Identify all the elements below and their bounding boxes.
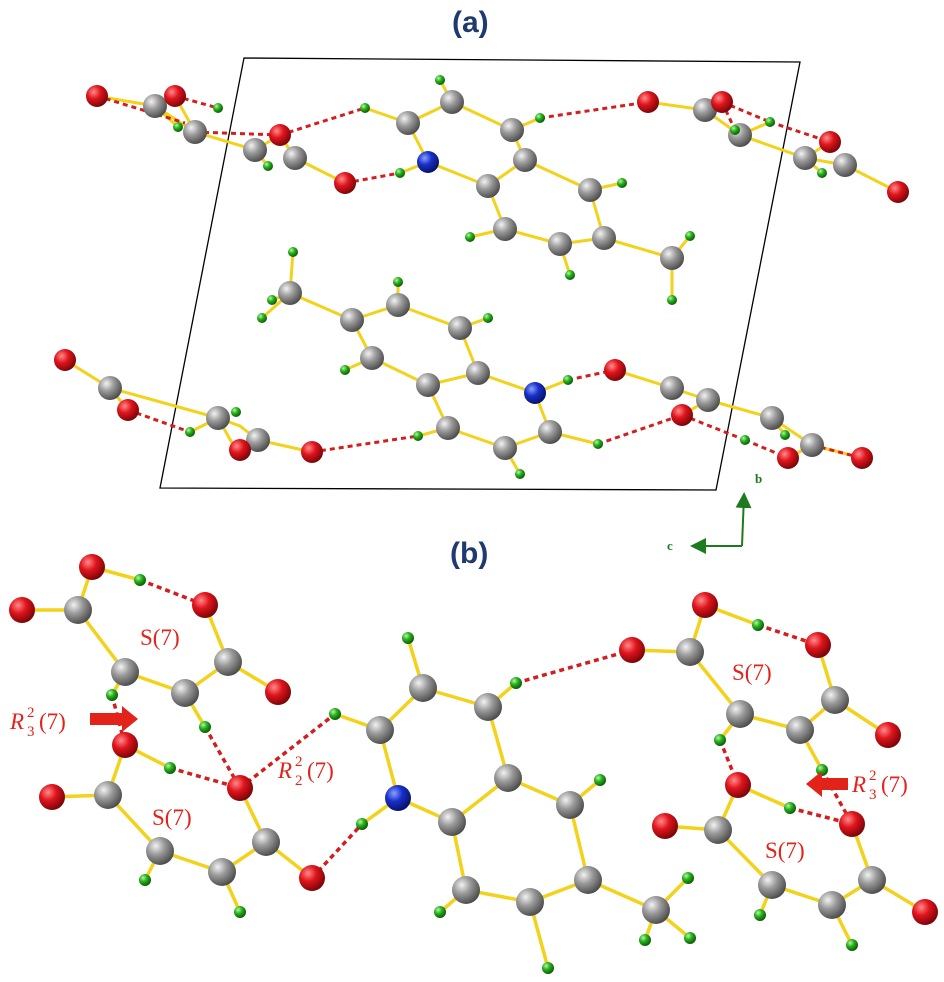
s7-label-3: S(7): [732, 660, 772, 685]
axis-triad: b c: [667, 471, 762, 554]
unit-cell: [159, 57, 801, 491]
panel-b: (b): [9, 537, 938, 974]
panel-b-atoms: [9, 554, 938, 974]
s7-label-1: S(7): [140, 625, 180, 650]
r22-label: R 2 2 (7): [277, 754, 334, 789]
nitrogen-atom-b: [385, 785, 411, 811]
panel-a-hbonds: [96, 94, 863, 460]
svg-text:R: R: [277, 758, 292, 783]
carbon-atoms: [98, 90, 857, 460]
arrow-right-icon: [90, 706, 138, 732]
svg-text:3: 3: [869, 787, 877, 803]
r37-label-left: R 2 3 (7): [9, 705, 66, 740]
svg-text:3: 3: [27, 724, 35, 740]
svg-text:(7): (7): [881, 772, 908, 797]
svg-text:2: 2: [869, 768, 877, 784]
panel-b-label: (b): [450, 537, 488, 570]
nitrogen-atoms: [417, 151, 546, 404]
hydrogen-atoms: [173, 75, 827, 479]
panel-a-atoms: [54, 75, 909, 479]
svg-text:2: 2: [295, 773, 303, 789]
panel-a: (a): [54, 6, 909, 554]
panel-b-hbonds: [110, 578, 854, 880]
s7-label-2: S(7): [152, 805, 192, 830]
axis-b-label: b: [755, 471, 762, 486]
arrow-left-icon: [806, 771, 848, 797]
hydrogen-atoms-b: [106, 574, 858, 974]
r37-label-right: R 2 3 (7): [851, 768, 908, 803]
s7-label-4: S(7): [765, 838, 805, 863]
oxygen-atoms: [54, 85, 909, 469]
svg-text:2: 2: [295, 754, 303, 770]
carbon-atoms-b: [64, 596, 886, 924]
svg-text:(7): (7): [39, 709, 66, 734]
svg-text:(7): (7): [307, 758, 334, 783]
axis-c-label: c: [667, 538, 673, 553]
svg-text:R: R: [851, 772, 866, 797]
oxygen-atoms-b: [9, 554, 938, 925]
svg-text:R: R: [9, 709, 24, 734]
panel-a-label: (a): [452, 6, 489, 39]
motif-annotations: S(7) S(7) S(7) S(7) R 2 3 (7) R 2 2 (7) …: [9, 625, 908, 863]
svg-text:2: 2: [27, 705, 35, 721]
